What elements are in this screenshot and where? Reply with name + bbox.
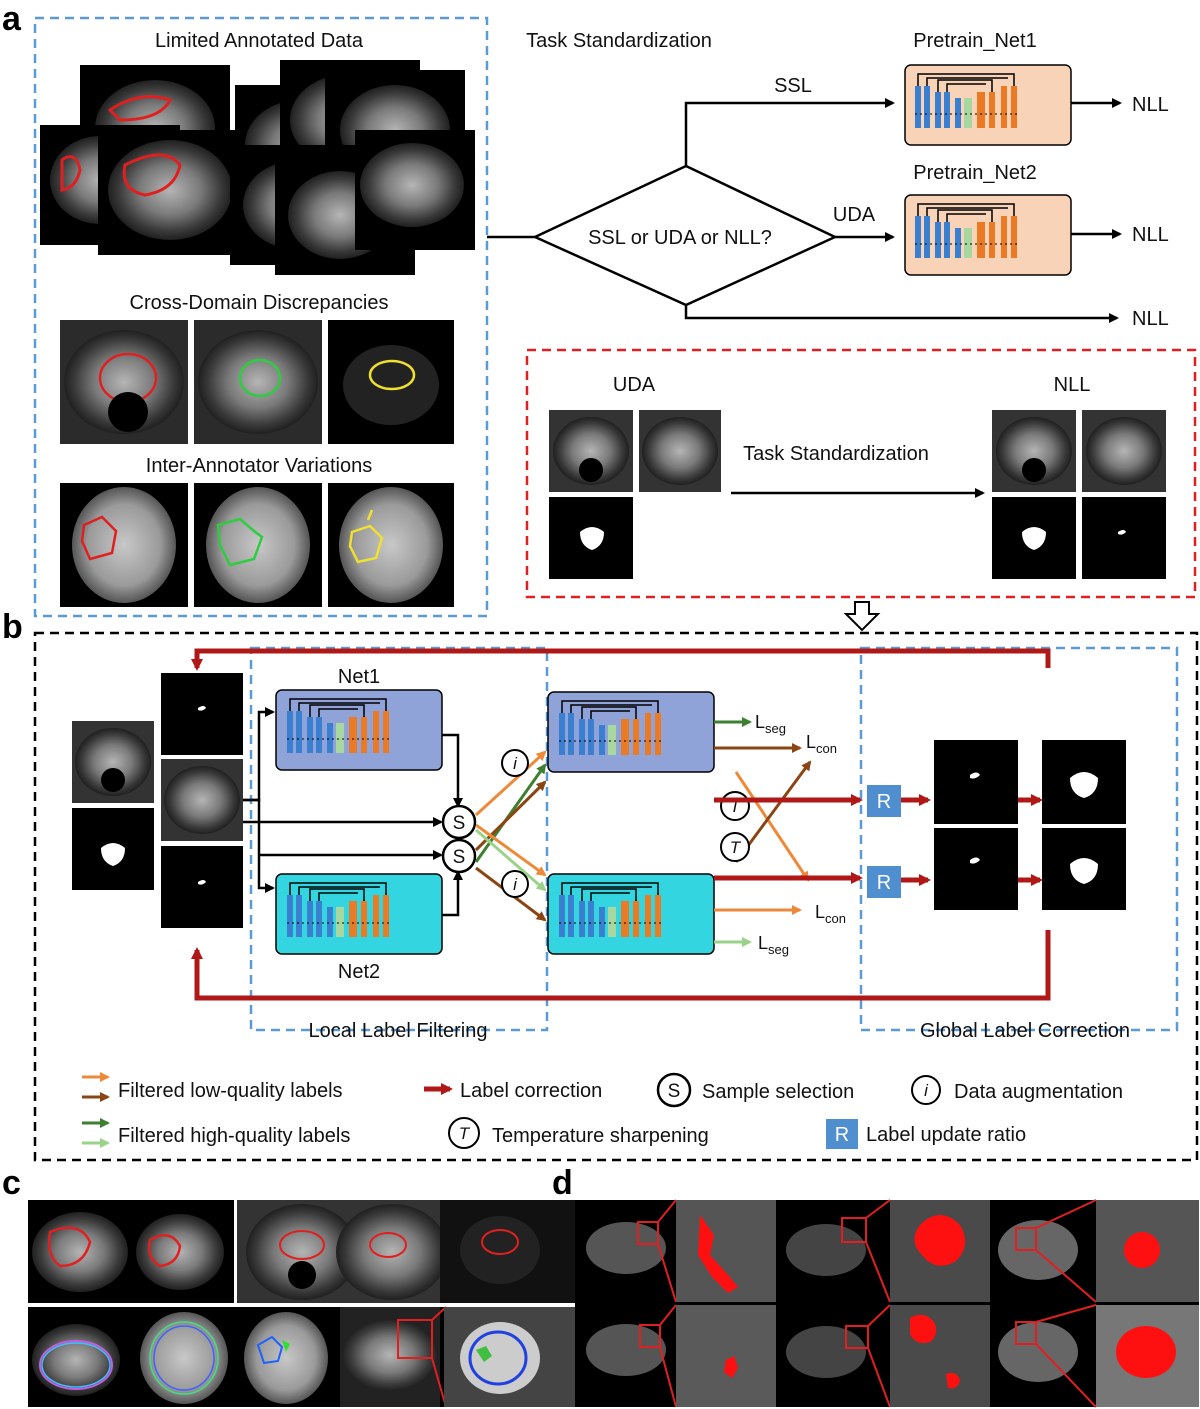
- panel-d-images: [575, 1199, 1199, 1408]
- inset-nll-label: NLL: [1054, 374, 1091, 396]
- i2-symbol: i: [513, 875, 518, 894]
- down-hollow-arrow: [843, 601, 881, 632]
- lcon-bottom: Lcon: [815, 902, 846, 926]
- correction-loop-top: [191, 648, 1051, 671]
- label-masks: [934, 740, 1126, 910]
- orange-to-top: [474, 750, 547, 817]
- sample-select-node-1: [441, 804, 477, 840]
- local-filter-box: [249, 646, 549, 1032]
- orange-to-bottom: [475, 823, 547, 877]
- framework-box: [33, 631, 1199, 1162]
- legend-temp-sharpen: Temperature sharpening: [492, 1125, 709, 1147]
- uda-label: UDA: [833, 204, 876, 226]
- lightgreen-to-bottom: [475, 828, 547, 892]
- decision-text: SSL or UDA or NLL?: [588, 227, 772, 249]
- legend-t-symbol: T: [459, 1124, 471, 1143]
- net1-label: Net1: [338, 666, 380, 688]
- challenges-box: [33, 16, 489, 618]
- legend-sample-selection: Sample selection: [702, 1081, 854, 1103]
- lseg-bottom: Lseg: [758, 933, 789, 957]
- s1-symbol: S: [453, 813, 466, 834]
- pretrain1-label: Pretrain_Net1: [913, 30, 1036, 52]
- local-filter-label: Local Label Filtering: [309, 1020, 488, 1042]
- limited-data-scans: [40, 65, 248, 255]
- net1-to-s1: [442, 733, 463, 808]
- inset-task-label: Task Standardization: [743, 443, 929, 465]
- unlabeled-scans: [230, 60, 475, 275]
- net2-to-s2: [442, 870, 463, 917]
- i1-symbol: i: [513, 754, 518, 773]
- legend-low-quality: Filtered low-quality labels: [118, 1080, 343, 1102]
- global-correction-box: [859, 646, 1179, 1032]
- ratio-box-top: [867, 785, 901, 817]
- ssl-arrow: [684, 98, 895, 166]
- inter-annotator-title: Inter-Annotator Variations: [146, 455, 372, 477]
- t2-symbol: T: [730, 838, 742, 857]
- inset-uda-images: [549, 410, 721, 579]
- input-images: [72, 673, 243, 928]
- temp-node-2: [720, 832, 750, 862]
- panel-c-images: [28, 1200, 577, 1408]
- inset-nll-images: [992, 410, 1166, 579]
- r1-symbol: R: [877, 791, 891, 813]
- nll-out-2: NLL: [1132, 224, 1169, 246]
- pretrain2-label: Pretrain_Net2: [913, 162, 1036, 184]
- r2-symbol: R: [877, 872, 891, 894]
- ratio-box-bottom: [867, 866, 901, 898]
- correction-loop-bottom: [191, 930, 1051, 1001]
- net2-label: Net2: [338, 961, 380, 983]
- feed-net1: [243, 707, 275, 802]
- legend: Filtered low-quality labels Filtered hig…: [82, 1072, 1123, 1149]
- sample-select-node-2: [441, 838, 477, 874]
- feed-net2: [243, 798, 275, 893]
- nll-arrow: [684, 305, 1119, 323]
- legend-label-correction: Label correction: [460, 1080, 602, 1102]
- panel-letter-d: d: [552, 1164, 573, 1202]
- aug-node-1: [501, 749, 529, 777]
- legend-i-symbol: i: [924, 1081, 929, 1100]
- panel-letter-a: a: [2, 0, 22, 38]
- t-cross-orange: [734, 771, 810, 882]
- aug-node-2: [501, 870, 529, 898]
- legend-r-symbol: R: [835, 1124, 849, 1146]
- global-correction-label: Global Label Correction: [920, 1020, 1130, 1042]
- legend-data-aug: Data augmentation: [954, 1081, 1123, 1103]
- lcon-top: Lcon: [806, 732, 837, 756]
- legend-high-quality: Filtered high-quality labels: [118, 1125, 350, 1147]
- task-std-title: Task Standardization: [526, 30, 712, 52]
- ssl-label: SSL: [774, 75, 812, 97]
- legend-label-ratio: Label update ratio: [866, 1124, 1026, 1146]
- panel-letter-b: b: [2, 608, 23, 646]
- inter-annotator-scans: [60, 483, 454, 607]
- lseg-top: Lseg: [755, 712, 786, 736]
- s2-symbol: S: [453, 847, 466, 868]
- inset-uda-label: UDA: [613, 374, 656, 396]
- panel-letter-c: c: [2, 1164, 21, 1202]
- uda-to-nll-inset: [525, 348, 1197, 599]
- cross-domain-scans: [60, 320, 454, 444]
- nll-out-3: NLL: [1132, 308, 1169, 330]
- legend-s-symbol: S: [668, 1081, 681, 1102]
- green-to-top: [474, 763, 547, 863]
- nll-out-1: NLL: [1132, 94, 1169, 116]
- limited-data-title: Limited Annotated Data: [155, 30, 364, 52]
- cross-domain-title: Cross-Domain Discrepancies: [130, 292, 389, 314]
